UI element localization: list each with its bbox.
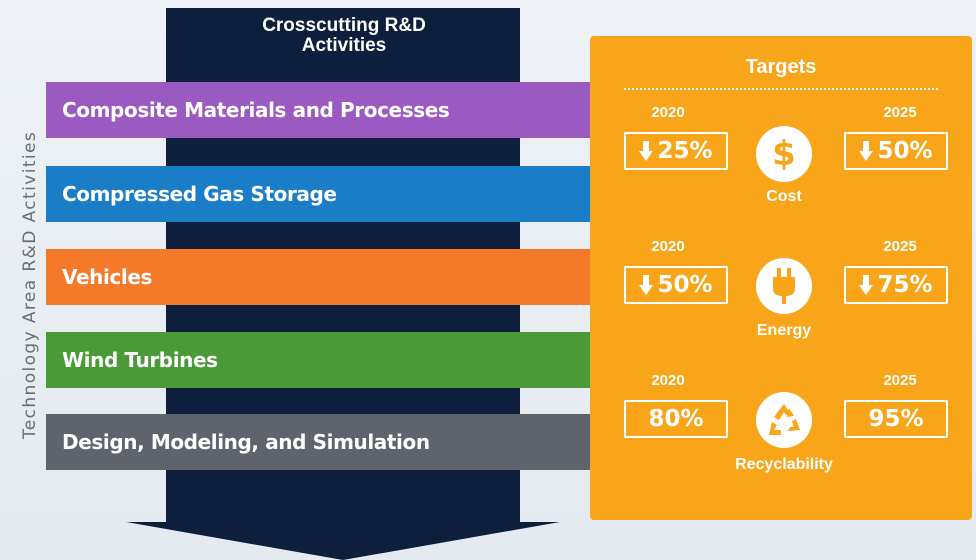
target-box-energy-2020: 50% xyxy=(624,266,728,304)
target-value: 75% xyxy=(877,272,933,298)
down-arrow-icon xyxy=(639,141,654,161)
column-title-line1: Crosscutting R&D xyxy=(262,15,426,36)
down-arrow-icon xyxy=(859,275,874,295)
target-value: 80% xyxy=(648,406,704,432)
activity-arrow-vehicles: Vehicles xyxy=(46,249,616,305)
target-box-energy-2025: 75% xyxy=(844,266,948,304)
category-label: Cost xyxy=(766,188,802,205)
category-label: Recyclability xyxy=(735,456,833,473)
down-arrow-icon xyxy=(859,141,874,161)
target-box-recyclability-2020: 80% xyxy=(624,400,728,438)
target-box-cost-2025: 50% xyxy=(844,132,948,170)
year-label: 2020 xyxy=(651,238,685,255)
year-label: 2020 xyxy=(651,372,685,389)
year-label: 2025 xyxy=(883,372,917,389)
activity-arrow-composite: Composite Materials and Processes xyxy=(46,82,616,138)
dollar-icon: $ xyxy=(756,126,812,182)
targets-divider xyxy=(624,88,938,90)
year-label: 2025 xyxy=(883,238,917,255)
activity-label: Compressed Gas Storage xyxy=(62,182,337,206)
down-arrow-icon xyxy=(639,275,654,295)
target-value: 25% xyxy=(657,138,713,164)
category-label: Energy xyxy=(756,322,812,339)
recycle-icon xyxy=(756,392,812,448)
column-title: Crosscutting R&D Activities xyxy=(170,16,518,56)
activity-label: Wind Turbines xyxy=(62,348,218,372)
year-label: 2025 xyxy=(883,104,917,121)
target-box-recyclability-2025: 95% xyxy=(844,400,948,438)
column-title-line2: Activities xyxy=(301,35,387,56)
activity-arrow-compressed-gas: Compressed Gas Storage xyxy=(46,166,616,222)
activity-label: Composite Materials and Processes xyxy=(62,98,450,122)
year-label: 2020 xyxy=(651,104,685,121)
target-value: 50% xyxy=(877,138,933,164)
plug-icon xyxy=(756,258,812,314)
targets-title: Targets xyxy=(745,56,817,78)
activity-arrow-design-modeling: Design, Modeling, and Simulation xyxy=(46,414,616,470)
activity-label: Design, Modeling, and Simulation xyxy=(62,430,430,454)
target-value: 95% xyxy=(868,406,924,432)
activity-arrow-wind-turbines: Wind Turbines xyxy=(46,332,616,388)
target-value: 50% xyxy=(657,272,713,298)
targets-panel: Targets 2020 2025 25% $ Cost 50% 2020 20… xyxy=(590,36,972,520)
activity-label: Vehicles xyxy=(62,265,153,289)
target-box-cost-2020: 25% xyxy=(624,132,728,170)
